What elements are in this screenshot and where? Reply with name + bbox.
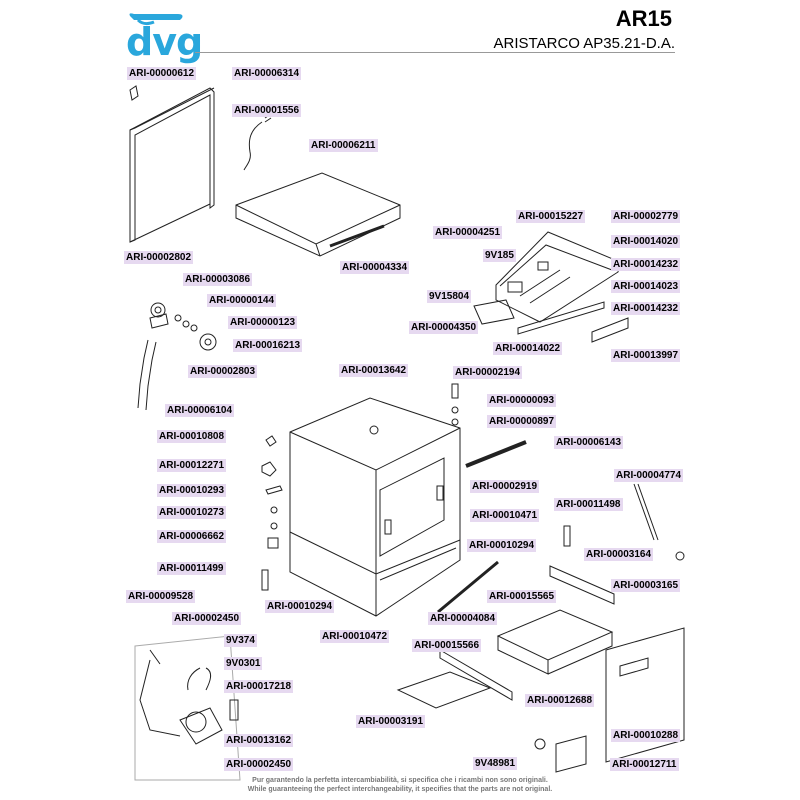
part-label: ARI-00010273: [157, 506, 227, 519]
part-label: ARI-00002194: [453, 366, 523, 379]
part-label: ARI-00002450: [172, 612, 242, 625]
part-label: ARI-00013162: [224, 734, 294, 747]
part-label: 9V15804: [427, 290, 472, 303]
part-label: 9V48981: [473, 757, 518, 770]
part-label: ARI-00011498: [554, 498, 623, 511]
part-label: ARI-00006314: [232, 67, 302, 80]
valve-parts-drawing: [261, 383, 571, 591]
part-label: ARI-00001556: [232, 104, 302, 117]
hinge-drawing: [555, 735, 587, 773]
part-label: ARI-00000093: [487, 394, 557, 407]
part-label: 9V0301: [224, 657, 263, 670]
part-label: ARI-00000123: [228, 316, 298, 329]
control-box-drawing: [495, 231, 629, 343]
filter-plate-drawing: [396, 671, 492, 709]
part-label: 9V185: [483, 249, 516, 262]
front-panel-drawing: [605, 627, 685, 763]
part-label: ARI-00014022: [493, 342, 563, 355]
part-label: ARI-00013997: [611, 349, 681, 362]
part-label: ARI-00004774: [614, 469, 684, 482]
part-label: ARI-00003165: [611, 579, 681, 592]
part-label: ARI-00006104: [165, 404, 235, 417]
part-label: 9V374: [224, 634, 257, 647]
brand-logo-text: dvg: [126, 20, 203, 64]
part-label: ARI-00011499: [157, 562, 226, 575]
part-label: ARI-00010471: [470, 509, 540, 522]
part-label: ARI-00012688: [525, 694, 595, 707]
part-label: ARI-00006662: [157, 530, 227, 543]
footer-line-italian: Pur garantendo la perfetta intercambiabi…: [252, 777, 548, 784]
part-label: ARI-00000144: [207, 294, 277, 307]
tray-drawing: [496, 609, 614, 675]
part-label: ARI-00006211: [309, 139, 378, 152]
drain-pump-drawing: [134, 635, 241, 781]
part-label: ARI-00009528: [126, 590, 196, 603]
side-rail-drawing: [439, 649, 513, 701]
part-label: ARI-00004350: [409, 321, 479, 334]
part-label: ARI-00002779: [611, 210, 681, 223]
door-frame-drawing: [129, 85, 215, 243]
part-label: ARI-00015227: [516, 210, 586, 223]
part-label: ARI-00002802: [124, 251, 194, 264]
part-label: ARI-00012271: [157, 459, 227, 472]
page-code: AR15: [615, 6, 672, 31]
pressure-switch-drawing: [149, 302, 217, 351]
dvg-logo: [129, 13, 183, 26]
part-label: ARI-00014020: [611, 235, 681, 248]
part-label: ARI-00000612: [127, 67, 197, 80]
part-label: ARI-00012711: [610, 758, 679, 771]
part-label: ARI-00017218: [224, 680, 294, 693]
part-label: ARI-00010294: [467, 539, 537, 552]
part-label: ARI-00000897: [487, 415, 557, 428]
part-label: ARI-00003164: [584, 548, 654, 561]
part-label: ARI-00010294: [265, 600, 335, 613]
part-label: ARI-00014232: [611, 258, 681, 271]
part-label: ARI-00002919: [470, 480, 540, 493]
pcb-drawing: [473, 299, 515, 325]
part-label: ARI-00010808: [157, 430, 227, 443]
part-label: ARI-00003086: [183, 273, 253, 286]
part-label: ARI-00014023: [611, 280, 681, 293]
cabinet-drawing: [289, 397, 461, 617]
part-label: ARI-00004251: [433, 226, 503, 239]
model-title: ARISTARCO AP35.21-D.A.: [493, 35, 675, 52]
rail-drawing: [633, 483, 659, 541]
part-label: ARI-00002450: [224, 758, 294, 771]
part-label: ARI-00003191: [356, 715, 426, 728]
bracket-rail-drawing: [549, 565, 615, 605]
part-label: ARI-00015565: [487, 590, 557, 603]
part-label: ARI-00014232: [611, 302, 681, 315]
part-label: ARI-00015566: [412, 639, 482, 652]
part-label: ARI-00010293: [157, 484, 227, 497]
part-label: ARI-00010472: [320, 630, 390, 643]
part-label: ARI-00006143: [554, 436, 624, 449]
header-divider: [195, 52, 675, 53]
part-label: ARI-00010288: [611, 729, 681, 742]
hose-drawing: [137, 339, 157, 411]
part-label: ARI-00004334: [340, 261, 410, 274]
part-label: ARI-00004084: [428, 612, 498, 625]
part-label: ARI-00013642: [339, 364, 409, 377]
top-cover-drawing: [235, 172, 401, 257]
part-label: ARI-00002803: [188, 365, 258, 378]
part-label: ARI-00016213: [233, 339, 303, 352]
footer-line-english: While guaranteeing the perfect interchan…: [247, 786, 553, 793]
cable-drawing: [243, 121, 263, 171]
